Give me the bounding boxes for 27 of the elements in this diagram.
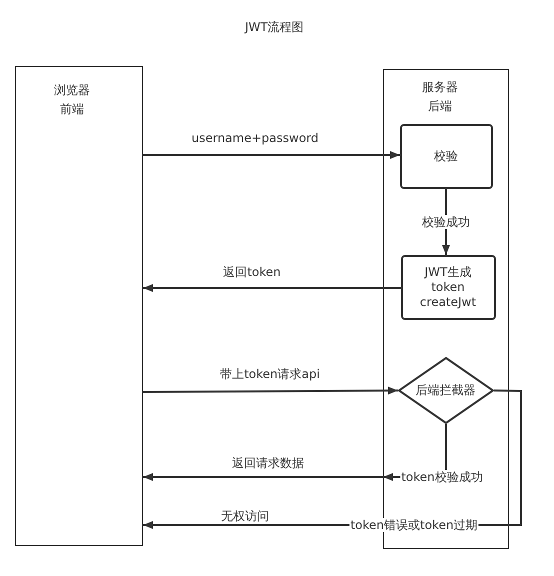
decision-diamond [398,356,494,424]
edge-label: 校验成功 [421,215,471,229]
node-label: token [431,280,465,294]
arrow [143,473,383,481]
process-box [400,124,492,188]
edge-label: 返回请求数据 [231,456,305,470]
process-box [400,254,496,320]
node-label: 后端拦截器 [416,382,476,398]
title: JWT流程图 [245,19,304,36]
node-label: 校验 [434,148,458,164]
arrow [143,151,400,159]
arrow [143,284,401,292]
edge-label: username+password [190,131,320,145]
lane-label: 服务器 [422,79,458,96]
swimlane [383,69,509,549]
node-label: JWT生成 [424,264,472,280]
lane-label: 前端 [59,101,85,118]
node-label: createJwt [420,294,476,310]
swimlane [15,66,143,546]
lane-label: 后端 [427,98,453,115]
arrow [143,386,398,395]
edge-label: 返回token [222,265,282,279]
lane-label: 浏览器 [54,82,90,99]
note-label: 无权访问 [220,509,270,523]
edge-label: token校验成功 [400,470,484,484]
edge-label: token错误或token过期 [349,518,479,532]
edge-label: 带上token请求api [219,367,321,381]
